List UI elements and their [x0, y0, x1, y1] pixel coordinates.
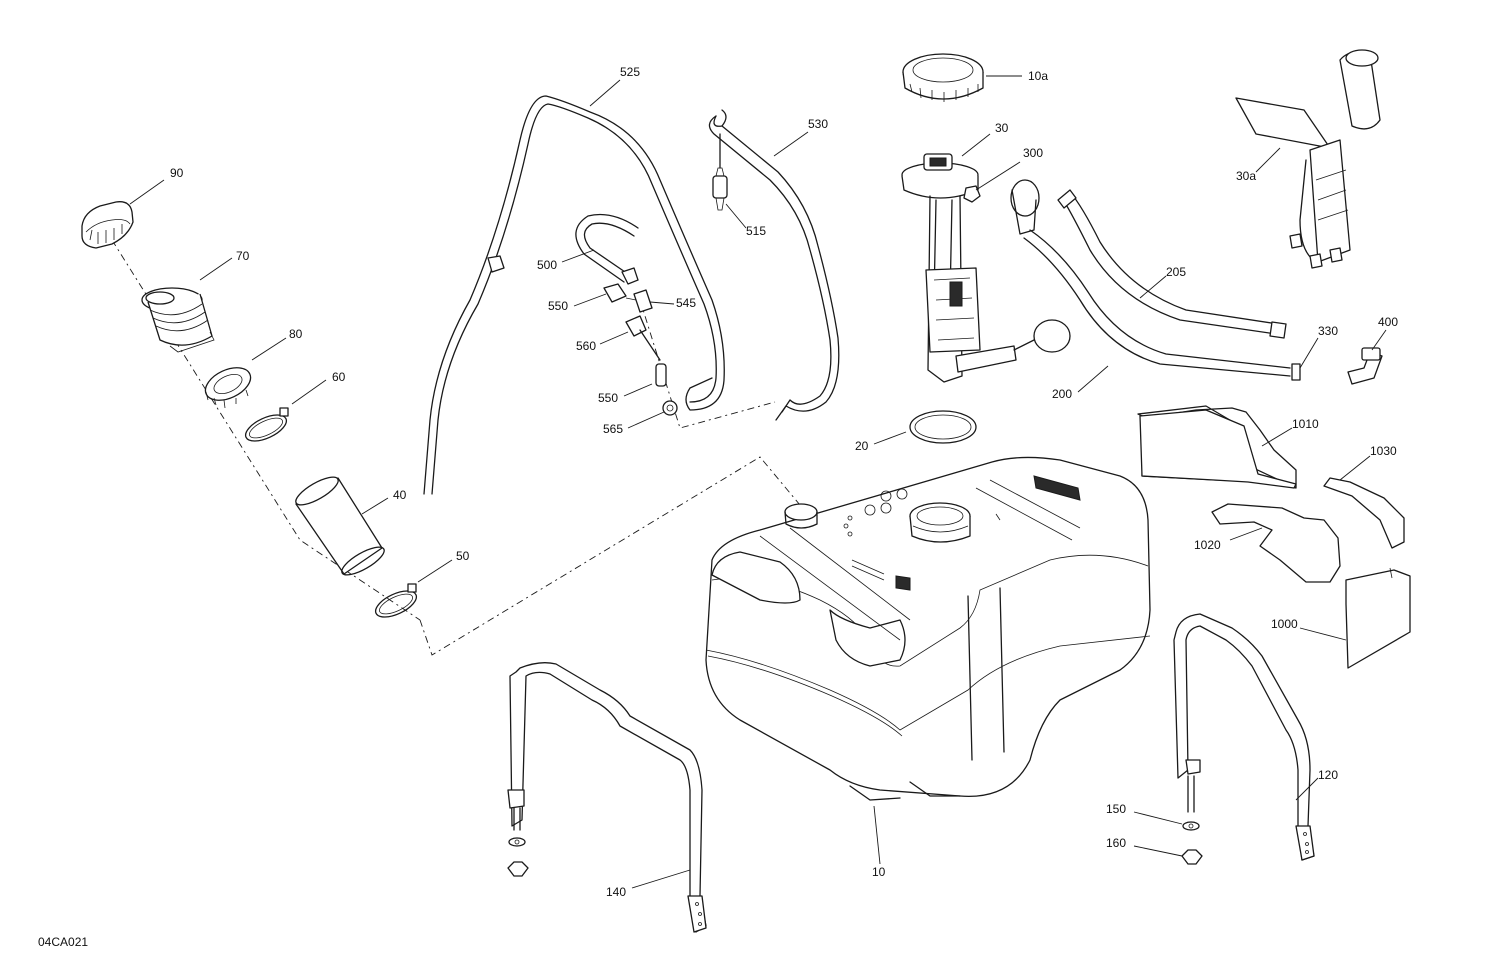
lock-ring — [204, 367, 252, 409]
callout-530: 530 — [808, 117, 828, 131]
assembly-centerlines — [111, 239, 801, 656]
callout-labels: 10a 30 300 30a 525 530 515 500 550 545 5… — [38, 65, 1398, 949]
filler-cap — [81, 201, 134, 249]
hose-clamp-lower — [374, 583, 418, 618]
filler-neck — [141, 287, 215, 353]
callout-205: 205 — [1166, 265, 1186, 279]
pump-nut — [963, 185, 981, 203]
callout-20: 20 — [855, 439, 869, 453]
pump-gasket — [909, 410, 977, 444]
callout-515: 515 — [746, 224, 766, 238]
callout-560: 560 — [576, 339, 596, 353]
tank-strap-right — [1173, 613, 1315, 861]
callout-30: 30 — [995, 121, 1009, 135]
callout-50: 50 — [456, 549, 470, 563]
filler-hose — [295, 476, 385, 576]
callout-40: 40 — [393, 488, 407, 502]
hardware-left — [507, 807, 529, 877]
callout-200: 200 — [1052, 387, 1072, 401]
diagram-code: 04CA021 — [38, 935, 88, 949]
heat-shields — [1137, 405, 1411, 669]
callout-500: 500 — [537, 258, 557, 272]
callout-150: 150 — [1106, 802, 1126, 816]
callout-1020: 1020 — [1194, 538, 1221, 552]
callout-10a: 10a — [1028, 69, 1048, 83]
callout-545: 545 — [676, 296, 696, 310]
fuel-hoses — [1010, 179, 1291, 377]
fuel-pump-module — [901, 153, 1071, 383]
callout-120: 120 — [1318, 768, 1338, 782]
callout-30a: 30a — [1236, 169, 1256, 183]
callout-10: 10 — [872, 865, 886, 879]
callout-550-upper: 550 — [548, 299, 568, 313]
check-valve-515 — [712, 167, 728, 211]
callout-400: 400 — [1378, 315, 1398, 329]
callout-80: 80 — [289, 327, 303, 341]
callout-300: 300 — [1023, 146, 1043, 160]
fuel-tank — [705, 456, 1151, 801]
callout-1010: 1010 — [1292, 417, 1319, 431]
vent-hose-short — [708, 109, 840, 421]
vent-hose-u — [575, 213, 639, 285]
pump-lock-ring — [902, 53, 984, 102]
callout-140: 140 — [606, 885, 626, 899]
callout-1030: 1030 — [1370, 444, 1397, 458]
leader-lines — [129, 75, 1387, 889]
callout-60: 60 — [332, 370, 346, 384]
callout-330: 330 — [1318, 324, 1338, 338]
callout-160: 160 — [1106, 836, 1126, 850]
callout-90: 90 — [170, 166, 184, 180]
callout-550-lower: 550 — [598, 391, 618, 405]
callout-565: 565 — [603, 422, 623, 436]
vent-hose-long — [423, 95, 725, 495]
callout-525: 525 — [620, 65, 640, 79]
tank-strap-left — [507, 662, 707, 933]
fuel-pump-detail — [1235, 49, 1381, 269]
hose-clamp-upper — [244, 407, 289, 442]
callout-70: 70 — [236, 249, 250, 263]
quick-connect — [1291, 347, 1383, 385]
vent-fittings — [603, 283, 678, 416]
hardware-right — [1181, 775, 1203, 865]
callout-1000: 1000 — [1271, 617, 1298, 631]
